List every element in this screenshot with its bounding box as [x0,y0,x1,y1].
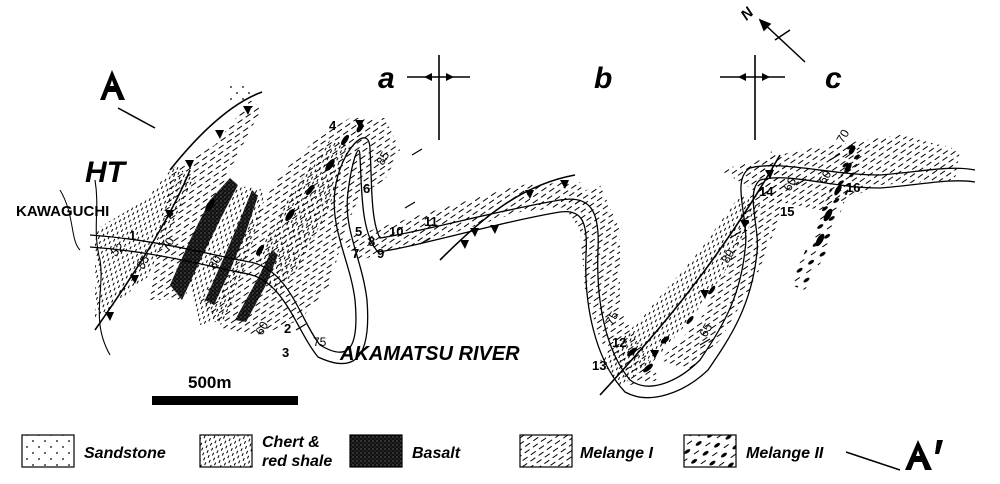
section-a-marker [100,70,156,129]
kawaguchi-label: KAWAGUCHI [16,203,109,220]
svg-text:80: 80 [718,247,737,266]
svg-text:3: 3 [282,345,289,360]
svg-text:16: 16 [846,180,860,195]
legend-label-melange-ii: Melange II [746,445,824,462]
fold-label-c: c [825,62,842,95]
sandstone-outcrop [230,86,252,104]
fold-axis-c [720,55,785,140]
melange-ii-belt-c [790,140,862,290]
fold-arrows [424,73,770,81]
strike-marks [295,148,841,346]
svg-text:60: 60 [252,319,271,338]
svg-text:14: 14 [759,184,774,199]
svg-text:8: 8 [368,234,375,249]
svg-text:5: 5 [355,224,362,239]
legend-swatch-chert [199,434,253,468]
kawaguchi-stream [94,179,111,356]
legend-swatch-sandstone [21,434,75,468]
north-label: N [737,3,758,24]
legend-label-sandstone: Sandstone [84,445,166,462]
ht-label: HT [85,156,128,189]
scale-bar [152,396,298,405]
svg-text:13: 13 [592,358,606,373]
svg-text:85: 85 [133,253,152,272]
svg-text:10: 10 [389,224,403,239]
thrust-faults [94,91,781,396]
svg-text:9: 9 [377,246,384,261]
legend-swatch-melange-i [519,434,573,468]
svg-text:60: 60 [815,168,834,187]
svg-text:80: 80 [205,253,224,272]
svg-text:2: 2 [284,321,291,336]
scale-bar-label: 500m [188,373,231,392]
fold-label-b: b [594,62,612,95]
svg-text:1: 1 [129,228,136,243]
svg-text:11: 11 [424,214,438,229]
svg-text:4: 4 [329,118,337,133]
svg-text:12: 12 [612,335,626,350]
svg-text:75: 75 [313,335,327,349]
station-numbers: 1 2 3 4 5 6 7 8 9 10 11 12 13 14 15 16 [129,118,860,373]
legend-swatch-melange-ii [683,434,737,468]
svg-text:7: 7 [352,246,359,261]
thrust-teeth [105,106,774,359]
legend-label-basalt: Basalt [412,445,461,462]
legend: Sandstone Chert & red shale Basalt Melan… [21,434,824,470]
basalt-bodies [170,178,278,322]
section-a-prime-marker [845,440,943,471]
north-arrow-icon [758,18,806,63]
legend-label-chert: Chert & [262,434,320,451]
legend-swatch-basalt [349,434,403,468]
akamatsu-river [89,137,976,399]
svg-text:70: 70 [833,127,852,146]
svg-text:6: 6 [363,181,370,196]
fold-axis-a [407,55,470,140]
svg-text:70: 70 [158,235,177,254]
legend-label-melange-i: Melange I [580,445,653,462]
dip-values: 5 2 85 70 80 60 75 85 75 65 80 60 60 70 [108,127,853,349]
svg-text:60: 60 [780,175,799,194]
river-label: AKAMATSU RIVER [339,343,520,365]
svg-text:65: 65 [696,321,715,340]
svg-text:75: 75 [602,309,621,328]
kawaguchi-stream-2 [59,189,81,251]
legend-label-chert-2: red shale [262,453,332,470]
svg-text:15: 15 [780,204,794,219]
fold-label-a: a [378,62,395,95]
svg-text:85: 85 [373,149,392,168]
